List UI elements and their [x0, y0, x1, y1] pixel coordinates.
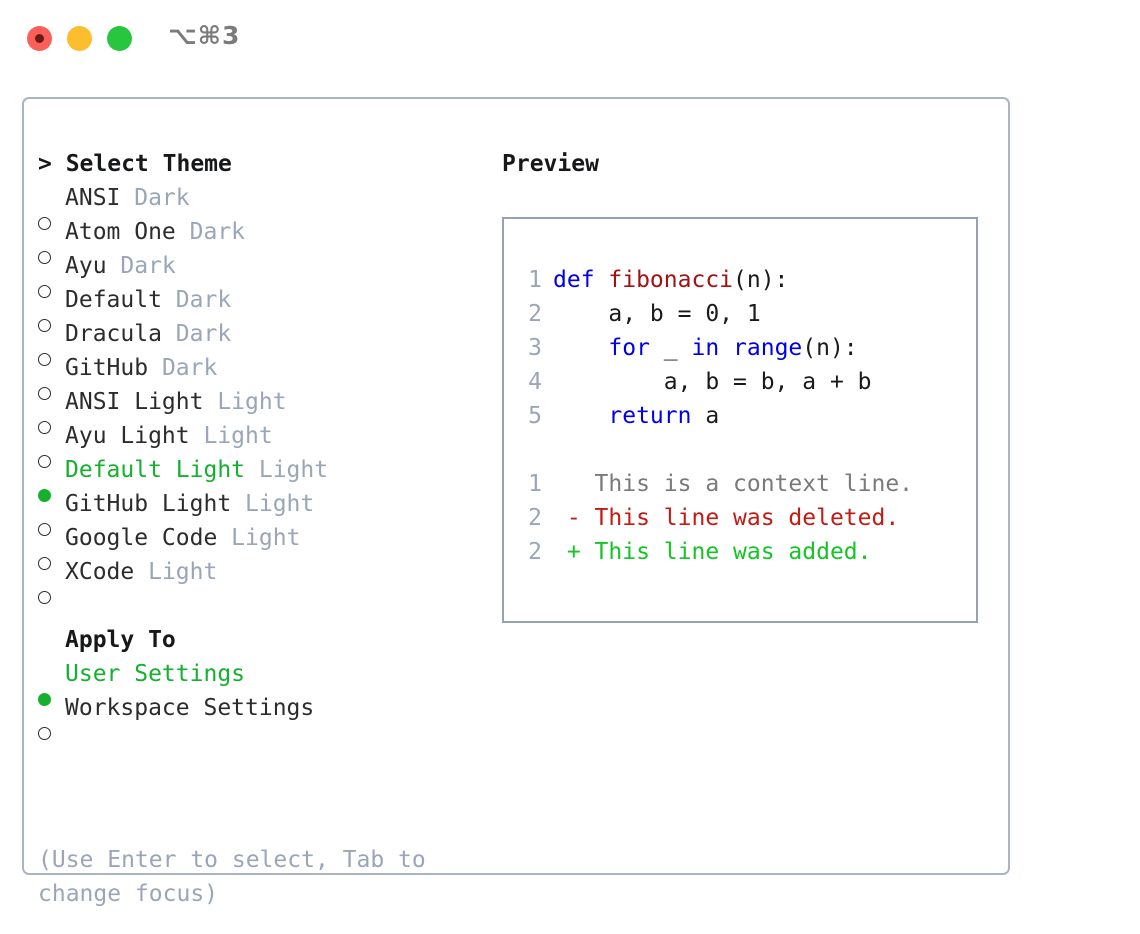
- theme-item-label: XCode: [65, 559, 135, 585]
- theme-item-label: Dracula: [65, 321, 162, 347]
- line-number: 2: [528, 301, 542, 327]
- theme-item-label: ANSI Light: [65, 389, 204, 415]
- theme-item-variant: Light: [134, 559, 218, 585]
- line-number: 5: [528, 403, 542, 429]
- close-icon[interactable]: [27, 26, 52, 51]
- traffic-lights: [27, 26, 132, 51]
- apply-to-item-0[interactable]: User Settings: [38, 657, 478, 706]
- code-token-ctx: This is a context line.: [553, 471, 914, 497]
- apply-to-item-label: Workspace Settings: [65, 695, 315, 721]
- line-number: 1: [528, 471, 542, 497]
- theme-item-label: GitHub Light: [65, 491, 232, 517]
- theme-item-10[interactable]: Google Code Light: [38, 521, 478, 570]
- code-token-kw: def: [553, 267, 609, 293]
- code-token-del: - This line was deleted.: [553, 505, 900, 531]
- theme-item-2[interactable]: Ayu Dark: [38, 249, 478, 298]
- code-line-0: 1 def fibonacci(n):: [516, 263, 976, 297]
- theme-item-5[interactable]: GitHub Dark: [38, 351, 478, 400]
- theme-item-variant: Light: [189, 423, 273, 449]
- code-token-txt: a, b = 0, 1: [553, 301, 761, 327]
- theme-item-variant: Dark: [106, 253, 176, 279]
- keyboard-shortcut-label: ⌥⌘3: [168, 21, 241, 50]
- apply-to-item-1[interactable]: Workspace Settings: [38, 691, 478, 740]
- diff-line-2: 2 + This line was added.: [516, 535, 976, 569]
- theme-item-label: Google Code: [65, 525, 218, 551]
- theme-item-variant: Dark: [148, 355, 218, 381]
- theme-item-variant: Light: [203, 389, 287, 415]
- preview-title: Preview: [502, 151, 599, 177]
- line-number: 2: [528, 505, 542, 531]
- line-number: 2: [528, 539, 542, 565]
- theme-item-variant: Dark: [120, 185, 190, 211]
- theme-item-8[interactable]: Default Light Light: [38, 453, 478, 502]
- title-bar: ⌥⌘3: [0, 0, 1140, 78]
- theme-item-variant: Dark: [161, 287, 232, 313]
- code-token-txt: _: [663, 335, 692, 361]
- code-line-2: 3 for _ in range(n):: [516, 331, 976, 365]
- code-token-add: + This line was added.: [553, 539, 872, 565]
- theme-item-label: Atom One: [65, 219, 176, 245]
- theme-item-label: GitHub: [65, 355, 149, 381]
- theme-item-variant: Dark: [161, 321, 232, 347]
- code-token-txt: (n):: [733, 267, 789, 293]
- theme-item-label: Default: [65, 287, 162, 313]
- theme-item-label: Ayu: [65, 253, 107, 279]
- theme-item-11[interactable]: XCode Light: [38, 555, 478, 604]
- help-text: (Use Enter to select, Tab to change focu…: [38, 847, 440, 907]
- line-number: 1: [528, 267, 542, 293]
- minimize-icon[interactable]: [67, 26, 92, 51]
- apply-to-header-label: Apply To: [65, 627, 176, 653]
- code-line-1: 2 a, b = 0, 1: [516, 297, 976, 331]
- theme-item-variant: Light: [231, 491, 315, 517]
- code-line-4: 5 return a: [516, 399, 976, 433]
- theme-list-header-label: > Select Theme: [38, 151, 232, 177]
- code-token-txt: (n):: [802, 335, 858, 361]
- theme-item-6[interactable]: ANSI Light Light: [38, 385, 478, 434]
- theme-item-variant: Light: [245, 457, 329, 483]
- diff-line-1: 2 - This line was deleted.: [516, 501, 976, 535]
- theme-item-1[interactable]: Atom One Dark: [38, 215, 478, 264]
- apply-to-item-label: User Settings: [65, 661, 246, 687]
- theme-item-9[interactable]: GitHub Light Light: [38, 487, 478, 536]
- code-token-fn: fibonacci: [608, 267, 734, 293]
- line-number: 4: [528, 369, 542, 395]
- diff-snippet: 1 This is a context line.2 - This line w…: [516, 467, 976, 569]
- code-gap: [516, 433, 976, 467]
- theme-item-0[interactable]: ANSI Dark: [38, 181, 478, 230]
- theme-item-7[interactable]: Ayu Light Light: [38, 419, 478, 468]
- diff-line-0: 1 This is a context line.: [516, 467, 976, 501]
- code-token-txt: a: [705, 403, 720, 429]
- list-spacer: [38, 589, 478, 623]
- theme-item-variant: Light: [217, 525, 301, 551]
- code-token-kw: for: [553, 335, 664, 361]
- apply-to-header: Apply To: [38, 623, 478, 657]
- theme-item-variant: Dark: [175, 219, 246, 245]
- code-line-3: 4 a, b = b, a + b: [516, 365, 976, 399]
- theme-item-label: Ayu Light: [65, 423, 190, 449]
- theme-item-label: ANSI: [65, 185, 121, 211]
- theme-item-label: Default Light: [65, 457, 246, 483]
- line-number: 3: [528, 335, 542, 361]
- code-token-txt: a, b = b, a + b: [553, 369, 872, 395]
- code-token-kw: in range: [691, 335, 803, 361]
- theme-item-4[interactable]: Dracula Dark: [38, 317, 478, 366]
- maximize-icon[interactable]: [107, 26, 132, 51]
- theme-item-3[interactable]: Default Dark: [38, 283, 478, 332]
- code-token-kw: return: [553, 403, 706, 429]
- theme-list-header: > Select Theme: [38, 147, 478, 181]
